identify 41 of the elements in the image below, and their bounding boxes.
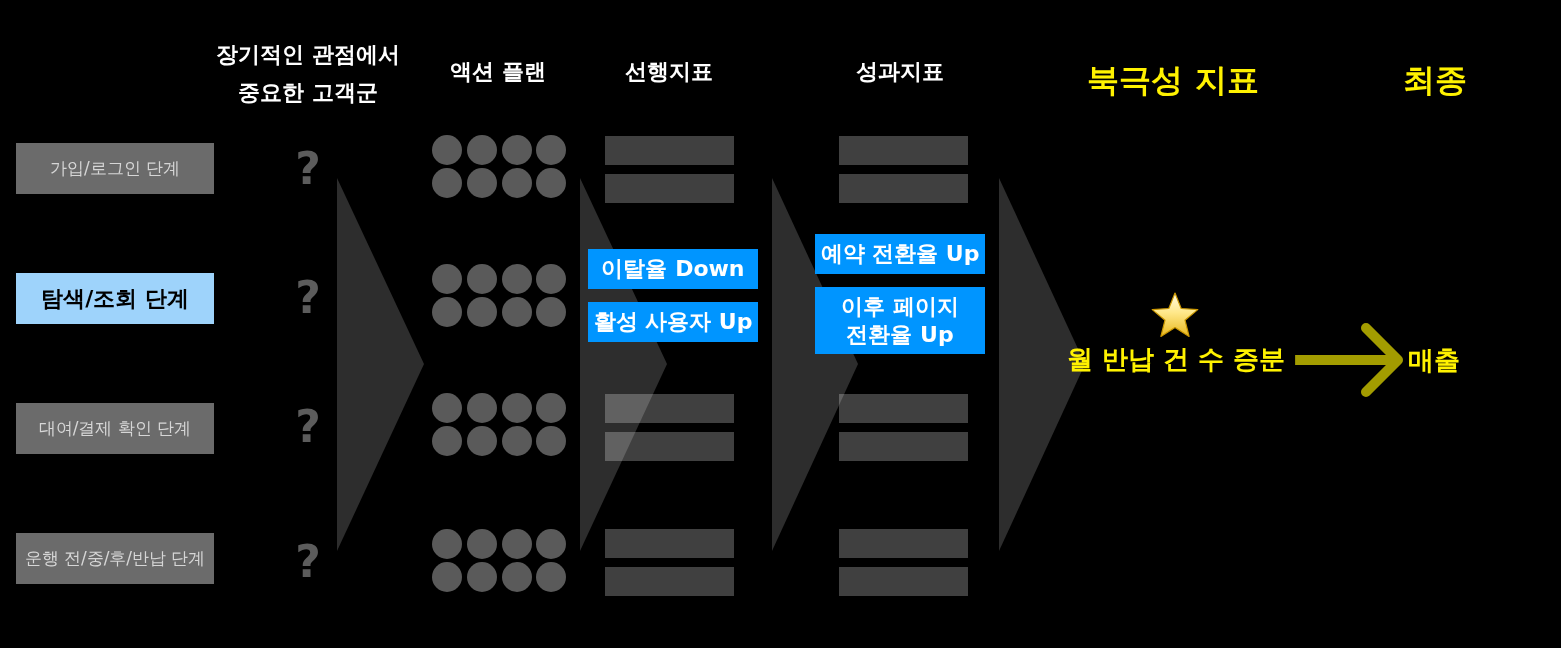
column-heading: 북극성 지표 <box>1087 61 1259 99</box>
metric-label: 이탈율 Down <box>601 255 745 283</box>
metric-box <box>588 302 758 342</box>
column-heading: 액션 플랜 <box>450 59 546 85</box>
question-mark: ? <box>295 272 321 324</box>
placeholder-bar <box>605 432 734 461</box>
column-heading: 선행지표 <box>625 59 713 85</box>
placeholder-bar <box>605 567 734 596</box>
stage-box <box>16 273 214 324</box>
metric-box <box>815 287 985 354</box>
placeholder-bar <box>605 529 734 558</box>
stage-label: 가입/로그인 단계 <box>49 157 181 180</box>
placeholder-bar <box>839 567 968 596</box>
column-heading: 성과지표 <box>856 59 944 85</box>
metric-label: 예약 전환율 Up <box>820 240 980 268</box>
column-heading: 최종 <box>1403 61 1467 99</box>
stage-label: 대여/결제 확인 단계 <box>38 417 192 440</box>
arrow <box>1295 323 1403 397</box>
placeholder-bar <box>839 174 968 203</box>
metric-box <box>815 234 985 274</box>
final-goal: 매출 <box>1408 345 1460 377</box>
placeholder-bar <box>605 394 734 423</box>
placeholder-bar <box>839 394 968 423</box>
stage-label: 운행 전/중/후/반납 단계 <box>24 547 206 570</box>
metric-label: 활성 사용자 Up <box>593 308 753 336</box>
metric-box <box>588 249 758 289</box>
placeholder-bar <box>605 174 734 203</box>
stage-label: 탐색/조회 단계 <box>41 284 189 313</box>
placeholder-bar <box>839 432 968 461</box>
north-star-metric: 월 반납 건 수 증분 <box>1066 344 1286 376</box>
stage-box <box>16 143 214 194</box>
stage-box <box>16 533 214 584</box>
placeholder-bar <box>605 136 734 165</box>
question-mark: ? <box>295 536 321 588</box>
question-mark: ? <box>295 143 321 195</box>
column-heading: 장기적인 관점에서 중요한 고객군 <box>215 41 401 107</box>
stage-box <box>16 403 214 454</box>
question-mark: ? <box>295 401 321 453</box>
placeholder-bar <box>839 529 968 558</box>
metric-label: 이후 페이지 전환율 Up <box>840 293 960 348</box>
placeholder-bar <box>839 136 968 165</box>
